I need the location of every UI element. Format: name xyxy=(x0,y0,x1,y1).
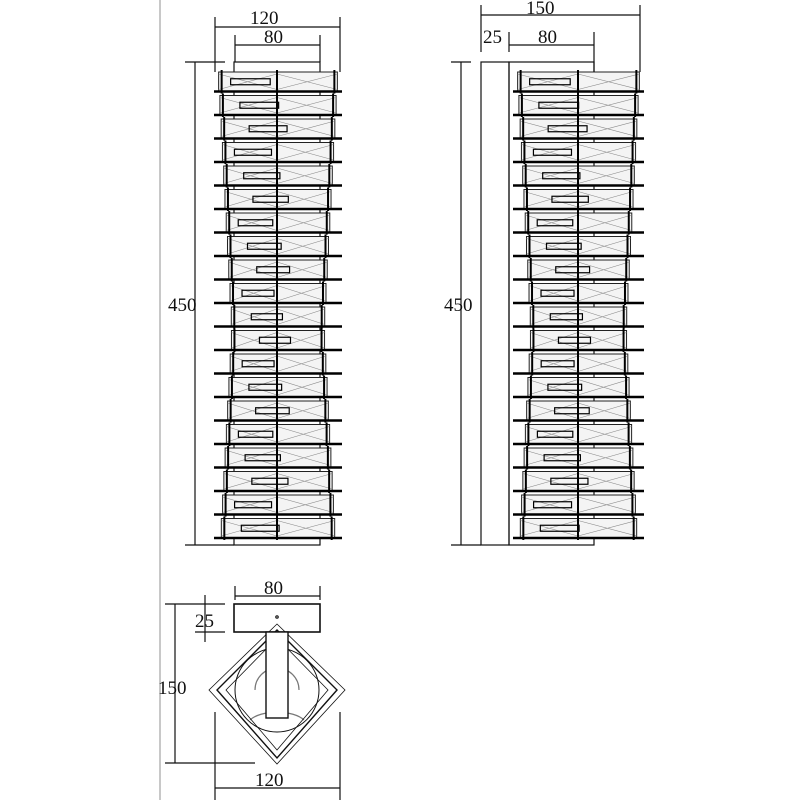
side-depth-label: 150 xyxy=(526,0,555,19)
front-backplate-label: 80 xyxy=(264,27,283,48)
top-depth-dimension xyxy=(165,603,255,764)
side-backplate-dimension xyxy=(508,32,595,72)
front-width-label: 120 xyxy=(250,8,279,29)
top-crystal-inner xyxy=(225,637,329,751)
top-plate-depth-label: 25 xyxy=(195,611,214,632)
side-depth-dimension xyxy=(480,5,641,72)
front-height-label: 450 xyxy=(168,295,197,316)
top-width120-label: 120 xyxy=(255,770,284,791)
top-width120-dimension xyxy=(214,712,341,800)
top-width80-label: 80 xyxy=(264,578,283,599)
mounting-hole xyxy=(275,615,279,619)
front-width-dimension xyxy=(214,17,341,72)
side-view xyxy=(451,5,644,546)
side-wallplate-label: 25 xyxy=(483,27,502,48)
top-crystal-outer xyxy=(208,623,346,765)
top-stem xyxy=(265,631,289,719)
front-view xyxy=(185,17,342,546)
side-wallplate xyxy=(480,61,510,546)
front-crystal-body xyxy=(214,70,342,540)
front-height-dimension xyxy=(185,61,234,546)
side-backplate-label: 80 xyxy=(538,27,557,48)
front-backplate-dimension xyxy=(234,35,321,62)
top-depth-label: 150 xyxy=(158,678,187,699)
side-height-label: 450 xyxy=(444,295,473,316)
crystal-row xyxy=(214,328,342,352)
top-width80-dimension xyxy=(234,586,321,600)
side-crystal-body xyxy=(513,70,644,540)
side-height-dimension xyxy=(451,61,481,546)
top-crystal-outline xyxy=(216,629,338,760)
top-view xyxy=(165,586,346,800)
top-plate-depth-dimension xyxy=(195,595,225,642)
